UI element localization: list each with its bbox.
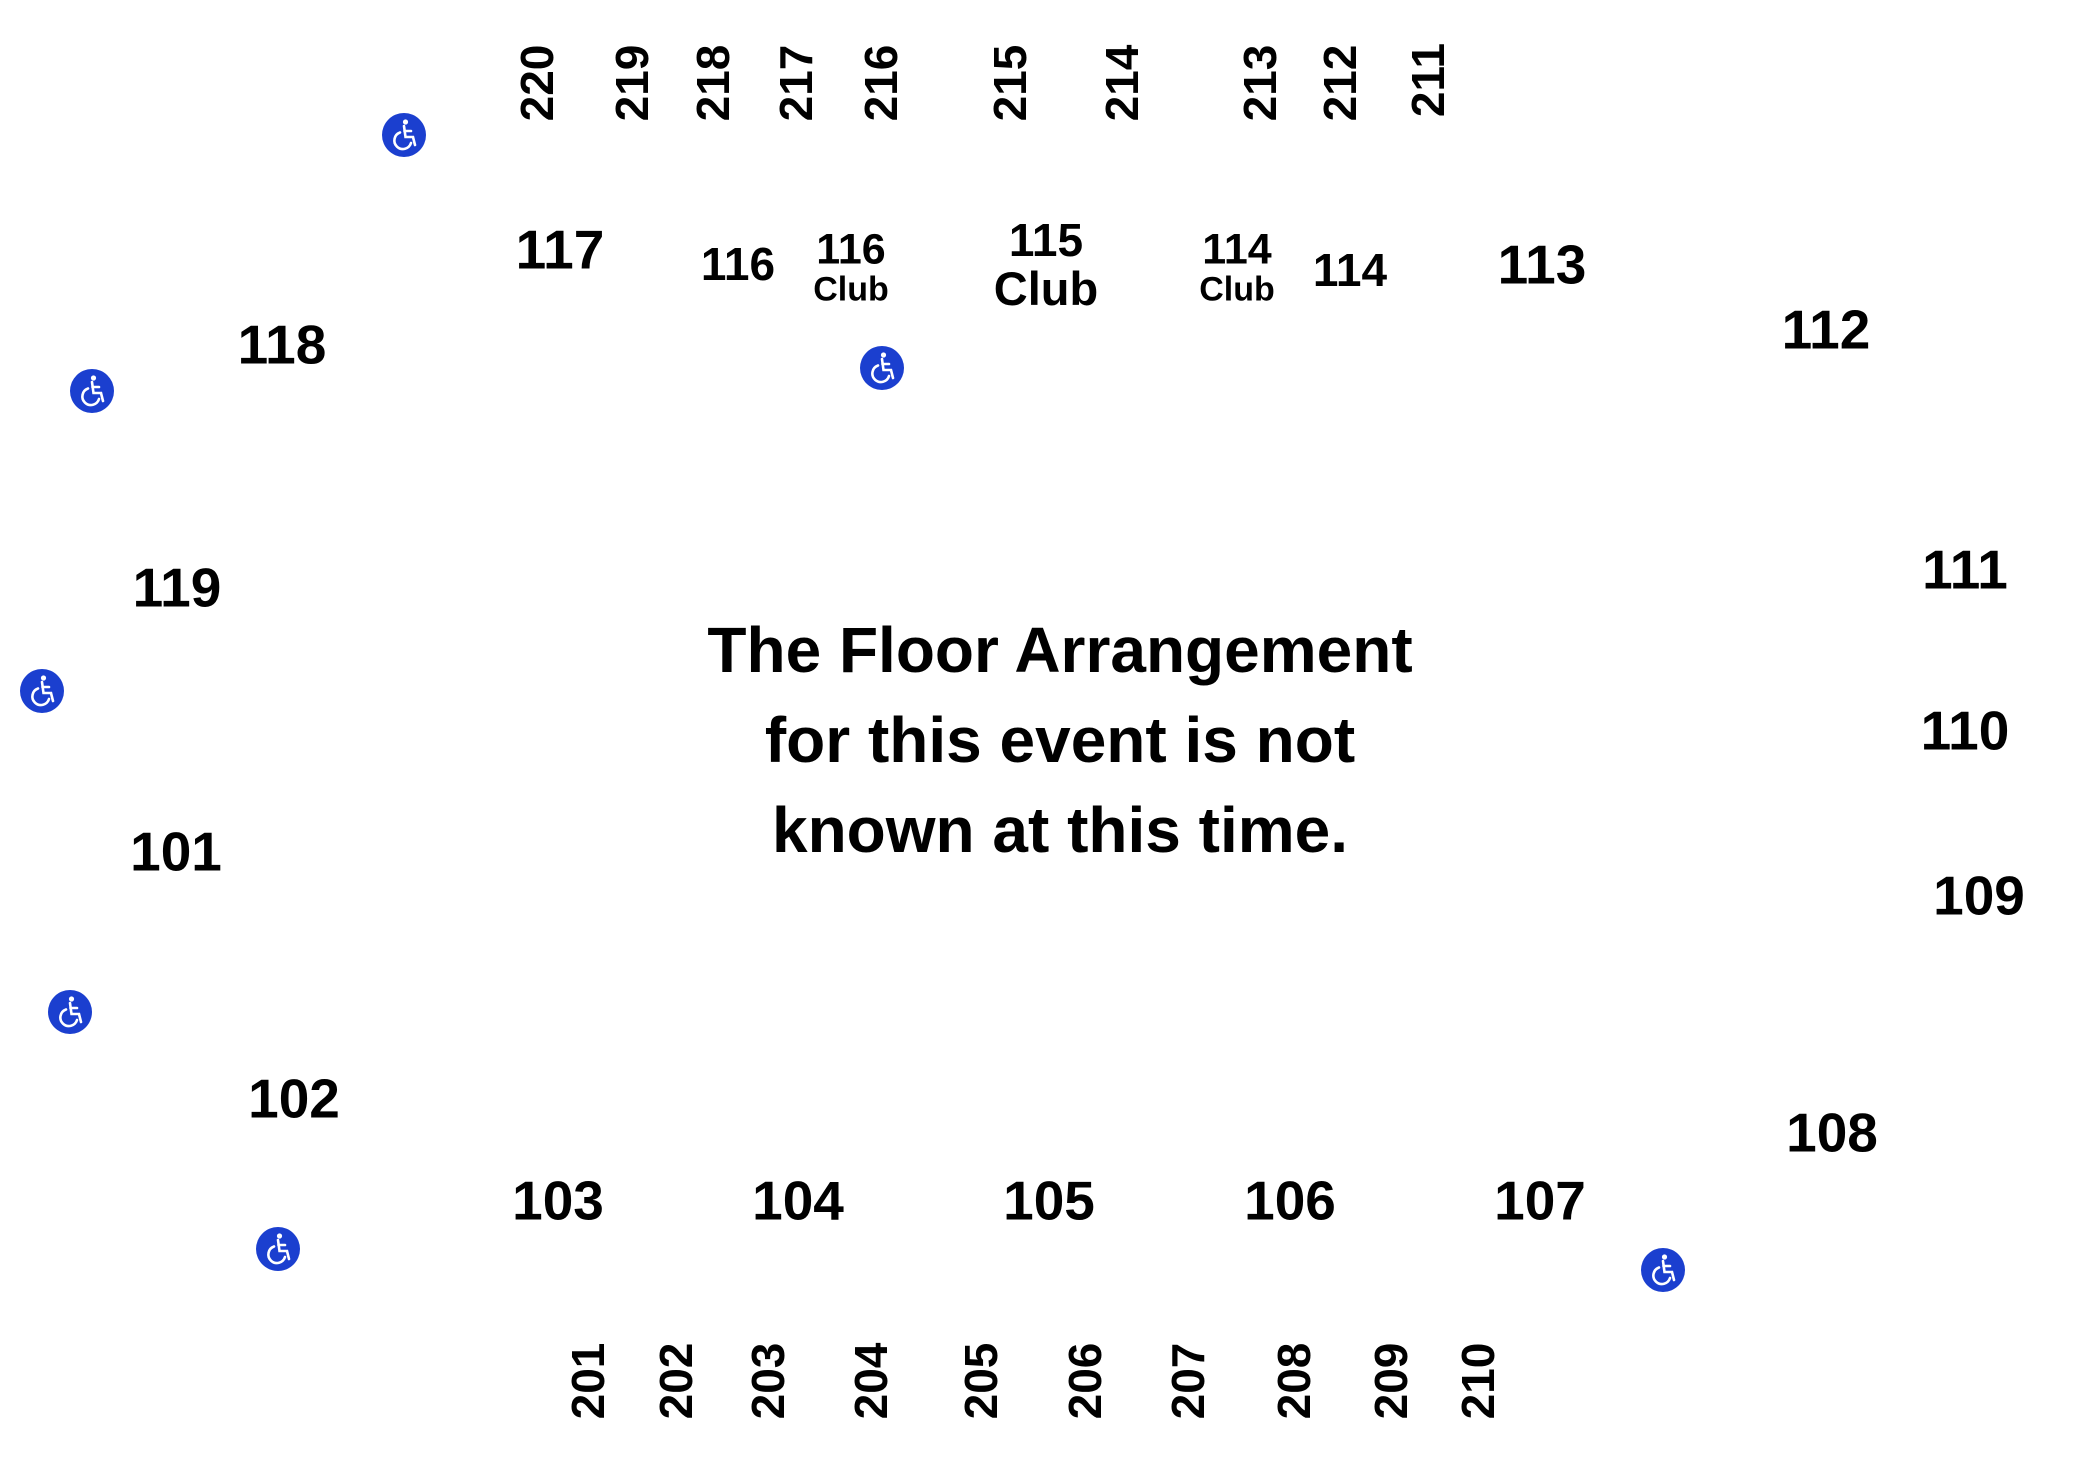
club-label: Club — [813, 270, 889, 309]
section-118[interactable]: 118 — [237, 313, 327, 376]
section-219[interactable]: 219 — [606, 44, 658, 122]
section-104[interactable]: 104 — [752, 1169, 844, 1232]
section-110[interactable]: 110 — [1920, 699, 2010, 762]
wheelchair-icon[interactable] — [860, 346, 904, 390]
section-115-club[interactable]: 115 Club — [994, 216, 1098, 314]
section-114[interactable]: 114 — [1312, 244, 1388, 296]
section-111[interactable]: 111 — [1922, 538, 2008, 601]
section-112[interactable]: 112 — [1781, 298, 1871, 361]
section-101[interactable]: 101 — [130, 820, 222, 883]
wheelchair-icon[interactable] — [256, 1227, 300, 1271]
section-116[interactable]: 116 — [700, 238, 776, 290]
section-106[interactable]: 106 — [1244, 1169, 1336, 1232]
club-label: Club — [993, 262, 1099, 316]
section-108[interactable]: 108 — [1786, 1101, 1878, 1164]
section-109[interactable]: 109 — [1933, 864, 2025, 927]
notice-line: for this event is not — [764, 704, 1356, 776]
section-203[interactable]: 203 — [742, 1342, 794, 1420]
section-107[interactable]: 107 — [1494, 1169, 1586, 1232]
club-number: 115 — [1008, 214, 1084, 267]
section-114-club[interactable]: 114 Club — [1199, 225, 1275, 309]
section-116-club[interactable]: 116 Club — [813, 225, 889, 309]
section-210[interactable]: 210 — [1452, 1342, 1504, 1420]
notice-line: The Floor Arrangement — [707, 614, 1413, 686]
notice-line: known at this time. — [771, 794, 1349, 866]
club-label: Club — [1199, 270, 1275, 309]
section-205[interactable]: 205 — [955, 1342, 1007, 1420]
wheelchair-icon[interactable] — [48, 990, 92, 1034]
section-204[interactable]: 204 — [845, 1342, 897, 1420]
section-216[interactable]: 216 — [855, 44, 907, 122]
club-number: 114 — [1202, 225, 1272, 274]
floor-arrangement-notice: The Floor Arrangement for this event is … — [707, 605, 1412, 875]
wheelchair-icon[interactable] — [70, 369, 114, 413]
section-105[interactable]: 105 — [1003, 1169, 1095, 1232]
section-214[interactable]: 214 — [1096, 44, 1148, 122]
section-213[interactable]: 213 — [1234, 44, 1286, 122]
section-218[interactable]: 218 — [687, 44, 739, 122]
section-201[interactable]: 201 — [562, 1342, 614, 1420]
section-202[interactable]: 202 — [650, 1342, 702, 1420]
section-119[interactable]: 119 — [132, 556, 222, 619]
wheelchair-icon[interactable] — [20, 669, 64, 713]
section-206[interactable]: 206 — [1059, 1342, 1111, 1420]
wheelchair-icon[interactable] — [1641, 1248, 1685, 1292]
section-212[interactable]: 212 — [1314, 44, 1366, 122]
section-117[interactable]: 117 — [515, 218, 605, 281]
wheelchair-icon[interactable] — [382, 113, 426, 157]
section-113[interactable]: 113 — [1497, 233, 1587, 296]
section-209[interactable]: 209 — [1365, 1342, 1417, 1420]
club-number: 116 — [816, 225, 886, 274]
section-220[interactable]: 220 — [511, 44, 563, 122]
section-211[interactable]: 211 — [1402, 42, 1454, 118]
section-102[interactable]: 102 — [248, 1067, 340, 1130]
section-208[interactable]: 208 — [1268, 1342, 1320, 1420]
section-207[interactable]: 207 — [1162, 1342, 1214, 1420]
section-103[interactable]: 103 — [512, 1169, 604, 1232]
section-215[interactable]: 215 — [984, 44, 1036, 122]
section-217[interactable]: 217 — [770, 44, 822, 122]
